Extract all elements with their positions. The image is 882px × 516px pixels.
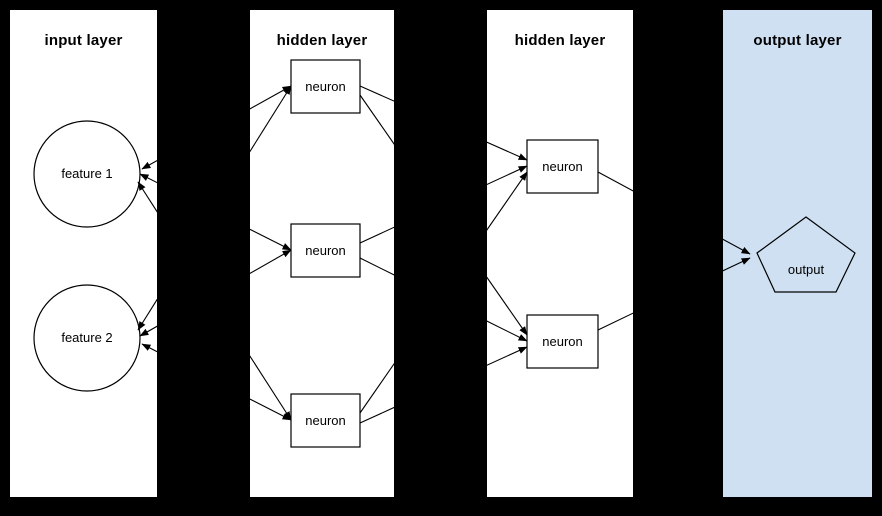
layer-title-output: output layer — [753, 32, 842, 49]
layer-panel-output[interactable]: output layer — [723, 10, 872, 497]
node-label-hidden2-neuron-2: neuron — [542, 334, 583, 349]
node-label-hidden1-neuron-2: neuron — [305, 243, 346, 258]
node-label-hidden1-neuron-1: neuron — [305, 79, 346, 94]
layer-title-hidden-2: hidden layer — [514, 32, 606, 49]
layer-title-hidden-1: hidden layer — [276, 32, 368, 49]
node-label-output: output — [787, 262, 825, 277]
node-label-hidden1-neuron-3: neuron — [305, 413, 346, 428]
layer-panel-hidden-2[interactable]: hidden layer — [487, 10, 633, 497]
node-label-feature-2: feature 2 — [61, 330, 113, 345]
layer-panel-input[interactable]: input layer — [10, 10, 157, 497]
node-label-hidden2-neuron-1: neuron — [542, 159, 583, 174]
node-label-feature-1: feature 1 — [61, 166, 113, 181]
layer-title-input: input layer — [44, 32, 123, 49]
